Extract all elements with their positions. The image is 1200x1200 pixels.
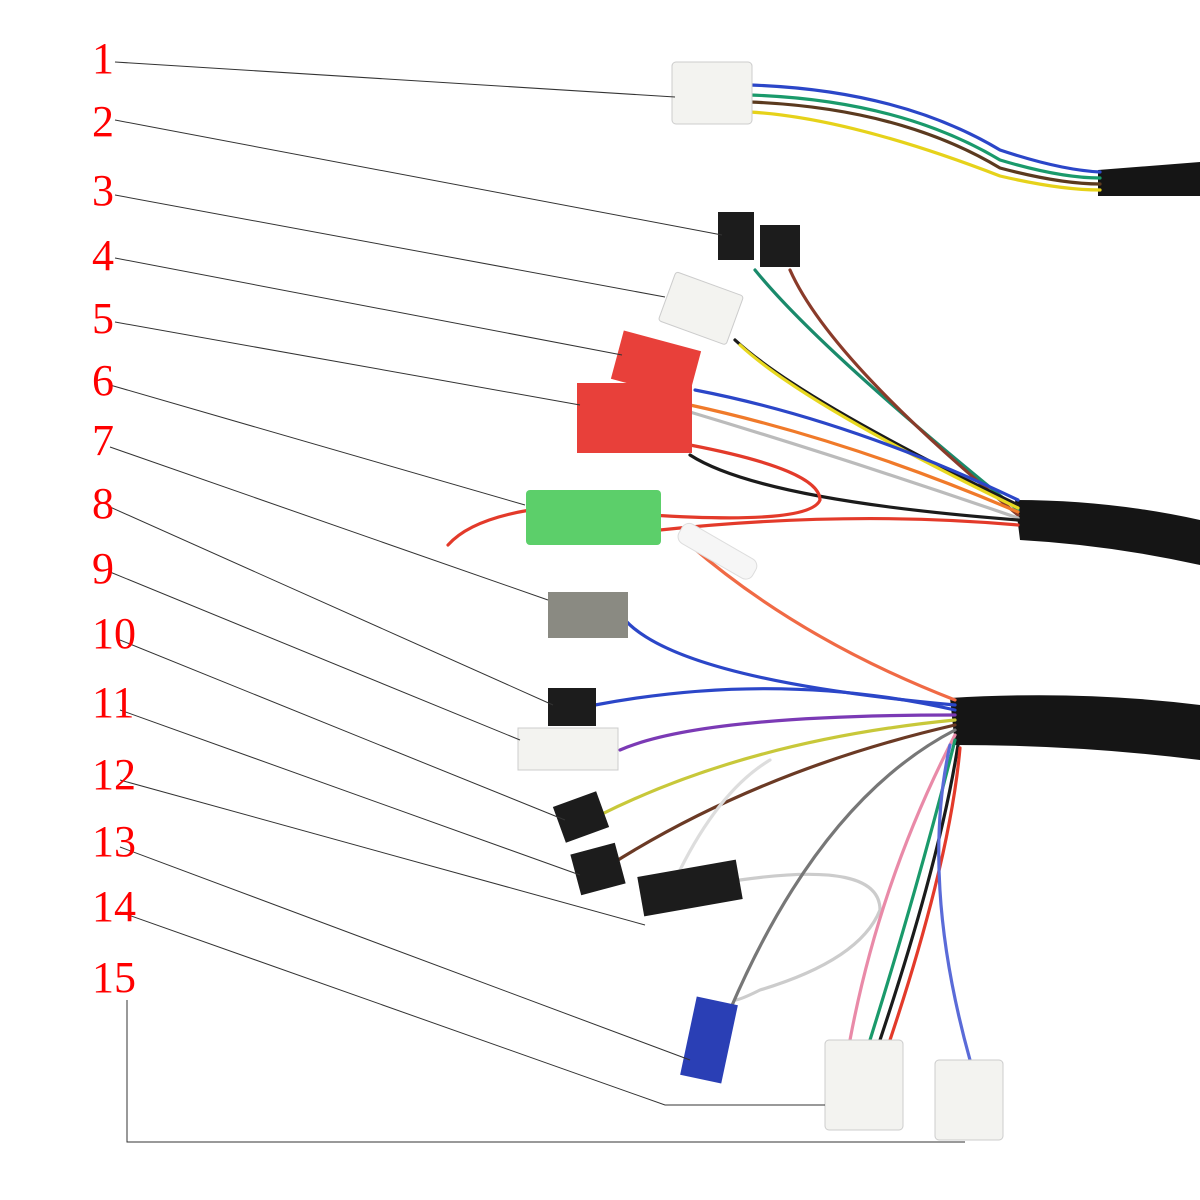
leader-line-3: [114, 194, 666, 298]
connector-2-black-plug-b: [760, 225, 800, 267]
connector-5-red-plug: [577, 383, 692, 453]
leader-line-6: [109, 384, 526, 506]
connector-4-red-plug: [610, 330, 702, 400]
connector-15-white-plug: [934, 1059, 1004, 1141]
heat-shrink-sleeve: [677, 522, 758, 580]
callout-6: 6: [92, 356, 114, 405]
leader-line-9: [109, 571, 521, 741]
leader-line-14: [119, 911, 825, 1106]
connector-8-black-plug: [548, 688, 596, 726]
callout-numbers: 1 2 3 4 5 6 7 8 9 10 11 12 13 14 15: [92, 34, 136, 1002]
callout-10: 10: [92, 609, 136, 658]
callout-9: 9: [92, 544, 114, 593]
callout-1: 1: [92, 34, 114, 83]
connector-12-black-plug: [637, 859, 743, 917]
cable-sheath-top: [1098, 162, 1200, 196]
leader-line-10: [119, 639, 566, 821]
leader-lines: [109, 61, 965, 1143]
connector-14-white-plug: [824, 1039, 904, 1131]
connector-3-white-plug: [658, 271, 744, 345]
callout-11: 11: [92, 678, 134, 727]
cable-sheath-bottom: [950, 695, 1200, 760]
leader-line-7: [109, 446, 549, 601]
callout-3: 3: [92, 166, 114, 215]
callout-12: 12: [92, 750, 136, 799]
connector-2-black-plug-a: [718, 212, 754, 260]
wires: [446, 83, 1102, 1062]
leader-line-2: [114, 119, 723, 236]
leader-line-5: [114, 321, 581, 406]
connector-10-black-plug: [552, 791, 610, 843]
connector-7-gray-plug: [548, 592, 628, 638]
connector-1-white-plug: [671, 61, 753, 125]
callout-8: 8: [92, 479, 114, 528]
leader-line-15: [126, 1000, 965, 1143]
cable-sheaths: [950, 162, 1200, 760]
callout-14: 14: [92, 882, 136, 931]
callout-7: 7: [92, 416, 114, 465]
callout-13: 13: [92, 817, 136, 866]
leader-line-8: [109, 506, 554, 706]
callout-4: 4: [92, 231, 114, 280]
connector-13-blue-plug: [680, 996, 738, 1084]
leader-line-11: [119, 709, 581, 876]
connector-6-green-plug: [526, 490, 661, 545]
connectors: [517, 61, 1004, 1141]
leader-line-13: [119, 846, 691, 1061]
leader-line-1: [114, 61, 676, 98]
leader-line-4: [114, 257, 623, 356]
cable-sheath-middle: [1015, 500, 1200, 565]
connector-11-black-plug: [570, 842, 626, 896]
callout-5: 5: [92, 294, 114, 343]
callout-2: 2: [92, 97, 114, 146]
leader-line-12: [119, 779, 646, 926]
callout-15: 15: [92, 953, 136, 1002]
connector-9-white-plug: [517, 727, 619, 771]
